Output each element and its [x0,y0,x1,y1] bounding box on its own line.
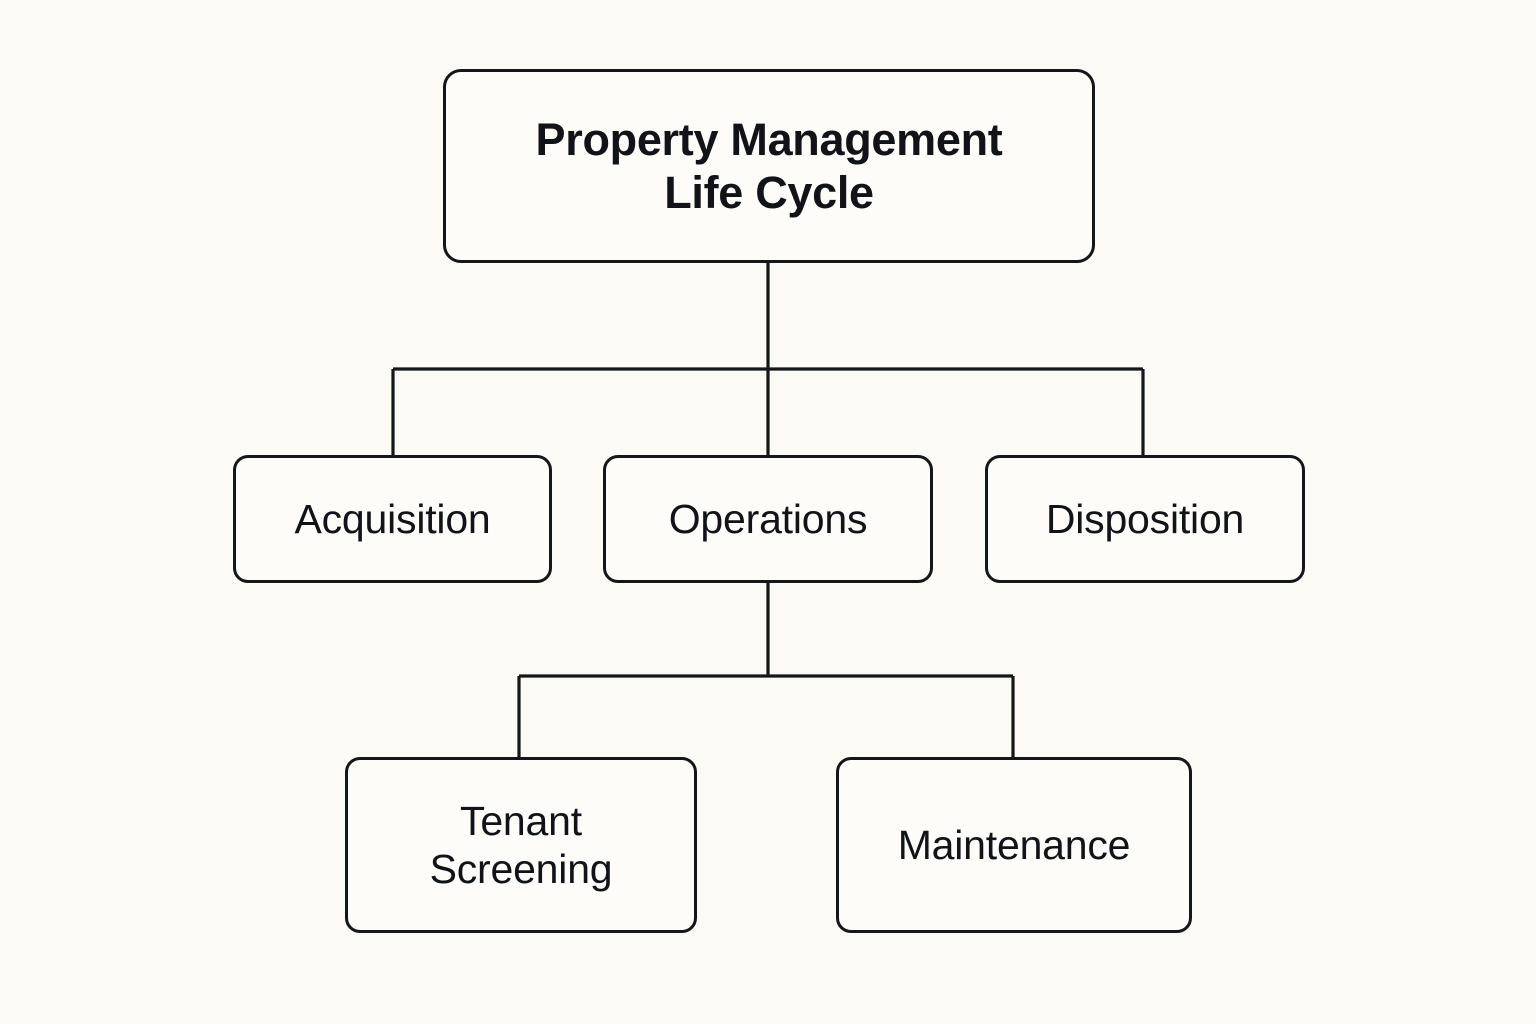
node-label-maintenance: Maintenance [897,821,1131,868]
node-tenant-screening[interactable]: Tenant Screening [345,757,697,933]
node-acquisition[interactable]: Acquisition [233,455,552,583]
node-label-tenant-screening: Tenant Screening [429,797,613,892]
node-label-disposition: Disposition [1045,495,1245,542]
node-operations[interactable]: Operations [603,455,933,583]
node-disposition[interactable]: Disposition [985,455,1305,583]
node-label-root: Property Management Life Cycle [535,113,1003,218]
node-label-acquisition: Acquisition [294,495,491,542]
node-property-management-life-cycle[interactable]: Property Management Life Cycle [443,69,1095,263]
node-maintenance[interactable]: Maintenance [836,757,1192,933]
node-label-operations: Operations [668,495,868,542]
